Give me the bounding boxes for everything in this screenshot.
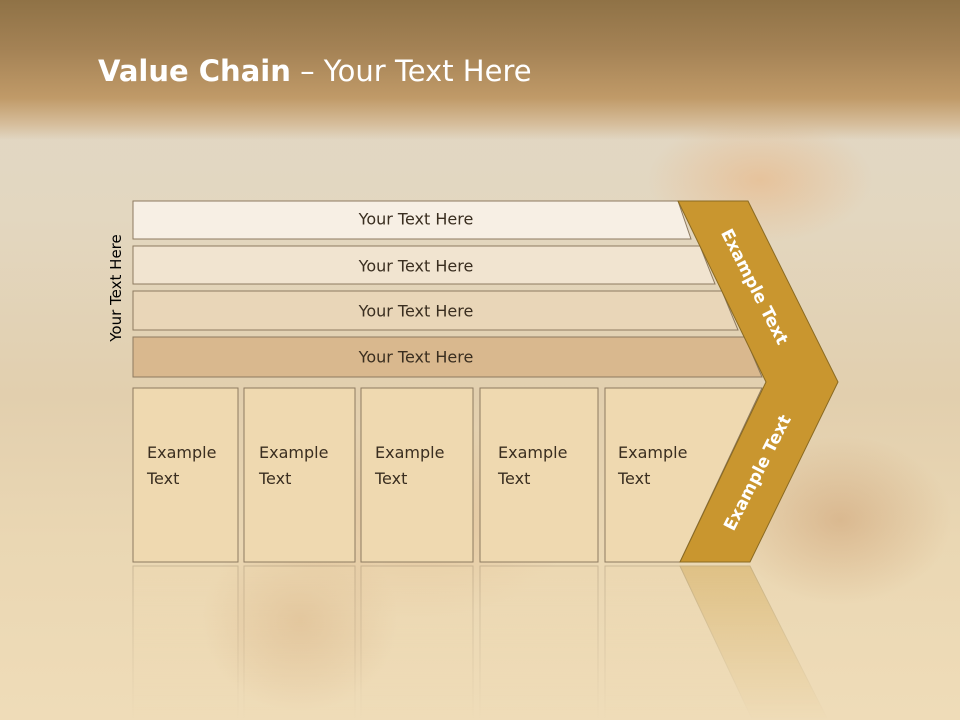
box-5-label: Example Text xyxy=(618,443,688,488)
bar-3-label: Your Text Here xyxy=(358,301,474,321)
box-2-label: Example Text xyxy=(259,443,329,488)
slide-title: Value Chain – Your Text Here xyxy=(98,54,532,88)
bar-3-shape[interactable] xyxy=(132,290,739,331)
title-bold: Value Chain xyxy=(98,54,291,88)
box-1-label: Example Text xyxy=(147,443,217,488)
box-3-label: Example Text xyxy=(375,443,445,488)
box-2-shape[interactable] xyxy=(243,387,356,563)
title-rest: – Your Text Here xyxy=(290,54,532,88)
bar-4-label: Your Text Here xyxy=(358,347,474,367)
title-band xyxy=(0,0,960,140)
box-4-label: Example Text xyxy=(498,443,568,488)
chevron-arrow[interactable] xyxy=(677,200,839,563)
bar-2-shape[interactable] xyxy=(132,245,716,285)
bar-4-shape[interactable] xyxy=(132,336,763,378)
bar-2-label: Your Text Here xyxy=(358,256,474,276)
box-3-shape[interactable] xyxy=(360,387,474,563)
box-4-shape[interactable] xyxy=(479,387,599,563)
box-1-shape[interactable] xyxy=(132,387,239,563)
bar-1-shape[interactable] xyxy=(132,200,692,240)
bar-1-label: Your Text Here xyxy=(358,209,474,229)
